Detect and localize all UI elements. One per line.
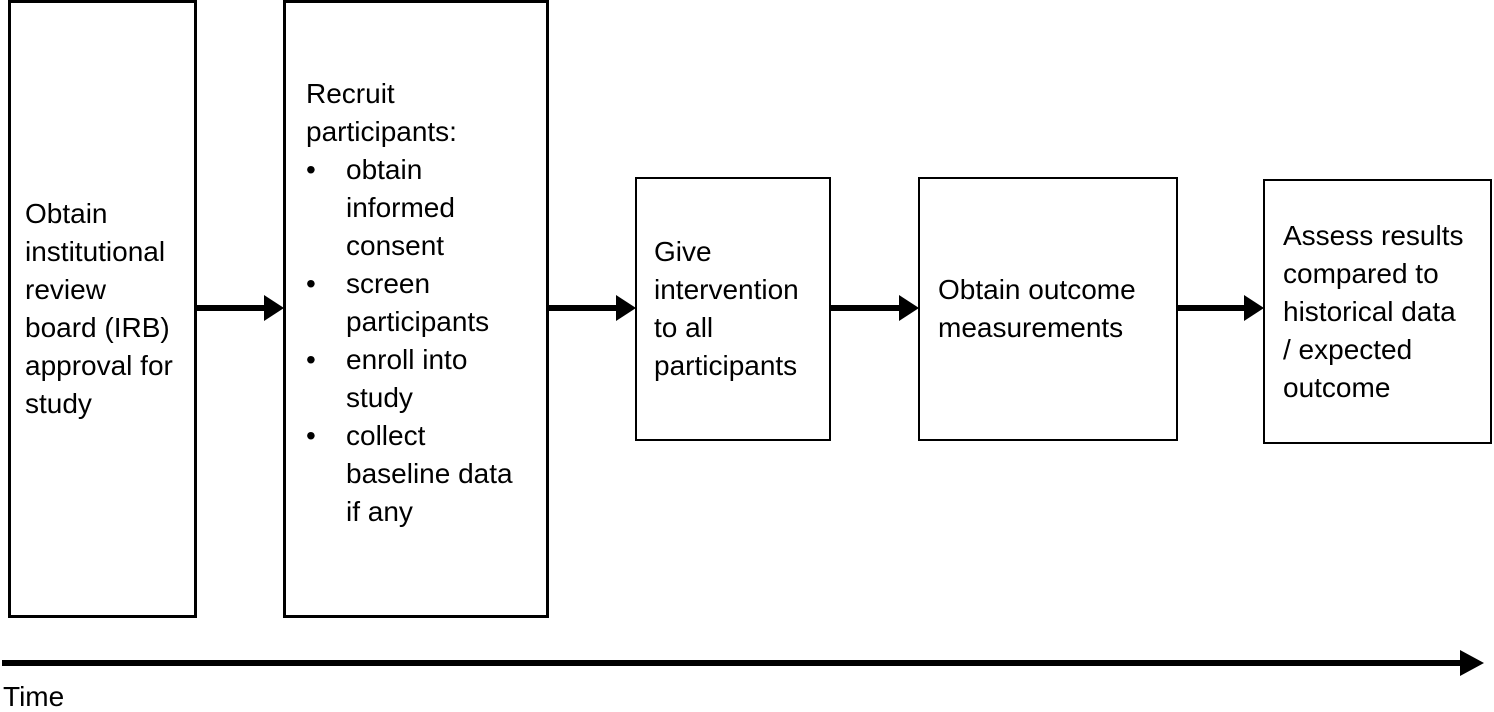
arrow-line bbox=[831, 305, 905, 311]
step-title-recruit-participants: Recruit participants: bbox=[306, 78, 457, 147]
arrow-step3-to-step4 bbox=[831, 295, 919, 321]
step-box-give-intervention: Give intervention to all participants bbox=[635, 177, 831, 441]
arrow-step4-to-step5 bbox=[1177, 295, 1264, 321]
arrowhead-right-icon bbox=[616, 295, 636, 321]
step-label-give-intervention: Give intervention to all participants bbox=[654, 236, 799, 381]
arrowhead-right-icon bbox=[264, 295, 284, 321]
bullet-icon: • bbox=[306, 154, 316, 185]
bullet-icon: • bbox=[306, 420, 316, 451]
arrow-step2-to-step3 bbox=[549, 295, 636, 321]
bullet-text-baseline-data: collect baseline data if any bbox=[346, 420, 513, 527]
arrowhead-right-icon bbox=[1460, 650, 1484, 676]
recruit-bullet-list: • obtain informed consent • screen parti… bbox=[306, 151, 526, 531]
list-item: • screen participants bbox=[306, 265, 526, 341]
step-label-irb-approval: Obtain institutional review board (IRB) … bbox=[25, 198, 173, 419]
bullet-text-enroll-study: enroll into study bbox=[346, 344, 468, 413]
list-item: • collect baseline data if any bbox=[306, 417, 526, 531]
arrowhead-right-icon bbox=[899, 295, 919, 321]
step-box-assess-results: Assess results compared to historical da… bbox=[1263, 179, 1492, 444]
list-item: • obtain informed consent bbox=[306, 151, 526, 265]
bullet-text-informed-consent: obtain informed consent bbox=[346, 154, 455, 261]
timeline-arrow bbox=[2, 650, 1484, 676]
arrow-line bbox=[1177, 305, 1250, 311]
step-label-assess-results: Assess results compared to historical da… bbox=[1283, 219, 1464, 403]
arrow-line bbox=[549, 305, 622, 311]
arrowhead-right-icon bbox=[1244, 295, 1264, 321]
bullet-icon: • bbox=[306, 268, 316, 299]
bullet-icon: • bbox=[306, 344, 316, 375]
timeline-label: Time bbox=[3, 681, 65, 712]
step-box-outcome-measurements: Obtain outcome measurements bbox=[918, 177, 1178, 441]
list-item: • enroll into study bbox=[306, 341, 526, 417]
arrow-step1-to-step2 bbox=[196, 295, 284, 321]
bullet-text-screen-participants: screen participants bbox=[346, 268, 490, 337]
timeline-line bbox=[2, 660, 1468, 666]
step-box-irb-approval: Obtain institutional review board (IRB) … bbox=[8, 0, 197, 618]
step-box-recruit-participants: Recruit participants: • obtain informed … bbox=[283, 0, 549, 618]
step-label-outcome-measurements: Obtain outcome measurements bbox=[938, 274, 1136, 343]
arrow-line bbox=[196, 305, 270, 311]
